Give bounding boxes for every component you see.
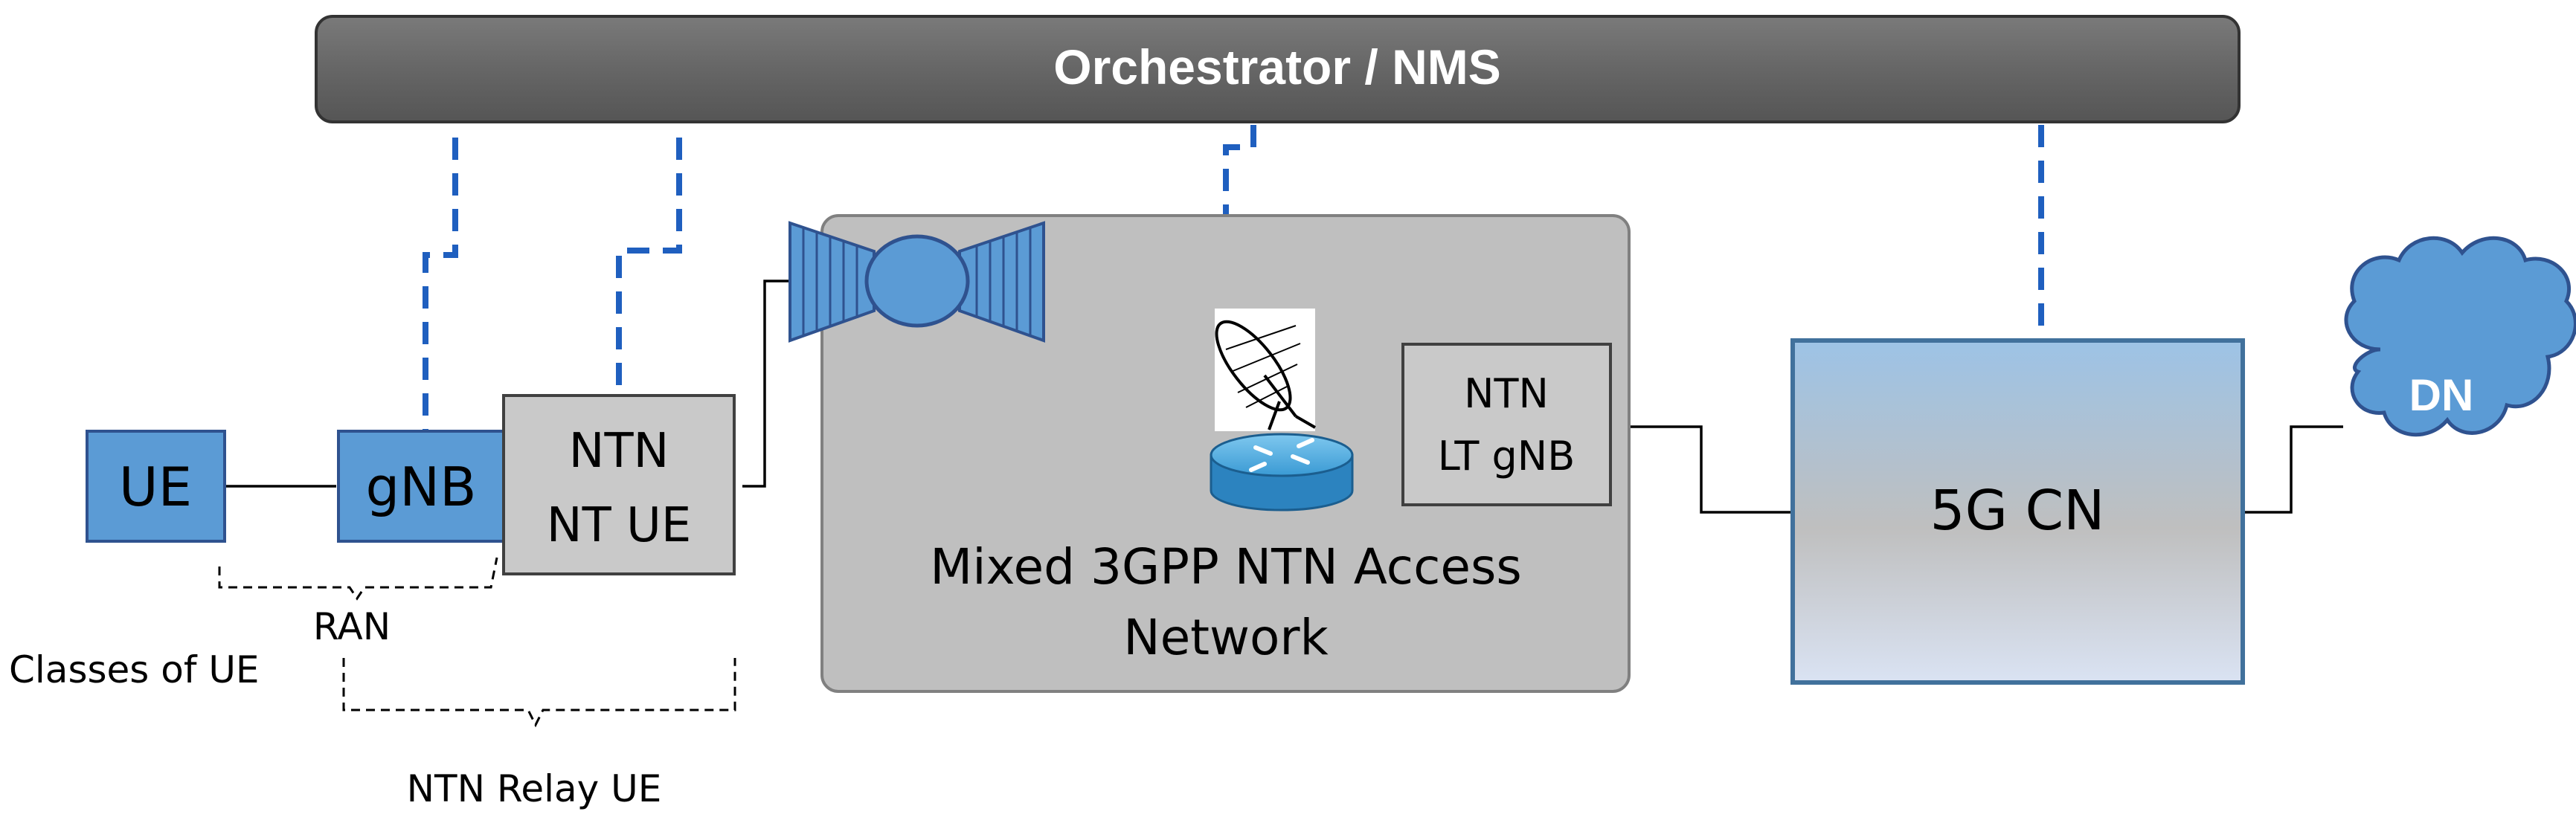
ue-label: UE xyxy=(119,456,192,518)
core-network-node: 5G CN xyxy=(1790,338,2245,685)
dish-antenna-icon xyxy=(1215,309,1316,431)
ntn-nt-ue-line1: NTN xyxy=(569,424,669,479)
gnb-label: gNB xyxy=(366,456,477,518)
mgmt-link-ntn-nt-ue xyxy=(616,138,682,396)
ran-bracket xyxy=(218,557,498,601)
ntn-relay-ue-bracket xyxy=(342,658,736,728)
link-ntn-ue-satellite xyxy=(742,280,796,488)
mgmt-link-access-network xyxy=(1223,125,1256,216)
ran-label: RAN xyxy=(313,605,391,648)
ntn-relay-ue-label: NTN Relay UE xyxy=(407,767,662,810)
access-network-line2: Network xyxy=(1123,609,1329,666)
ue-node: UE xyxy=(86,430,226,543)
orchestrator-bar: Orchestrator / NMS xyxy=(315,15,2241,123)
gnb-node: gNB xyxy=(337,430,505,543)
ntn-nt-ue-line2: NT UE xyxy=(547,498,692,553)
router-icon xyxy=(1210,433,1354,511)
mgmt-link-gnb xyxy=(423,138,458,430)
access-network-line1: Mixed 3GPP NTN Access xyxy=(930,538,1521,596)
dn-label: DN xyxy=(2409,370,2474,420)
ntn-lt-gnb-line2: LT gNB xyxy=(1438,433,1576,480)
link-lt-gnb-core xyxy=(1610,425,1793,514)
ntn-lt-gnb-node: NTN LT gNB xyxy=(1401,343,1612,506)
satellite-icon xyxy=(788,221,1045,343)
management-links xyxy=(423,125,2044,430)
ntn-nt-ue-node: NTN NT UE xyxy=(502,394,736,575)
orchestrator-label: Orchestrator / NMS xyxy=(1053,39,1500,94)
ntn-lt-gnb-line1: NTN xyxy=(1464,370,1549,417)
classes-of-ue-label: Classes of UE xyxy=(9,648,260,691)
core-network-label: 5G CN xyxy=(1930,479,2105,543)
dn-cloud-icon: DN xyxy=(2344,236,2576,437)
link-core-dn xyxy=(2243,425,2343,514)
